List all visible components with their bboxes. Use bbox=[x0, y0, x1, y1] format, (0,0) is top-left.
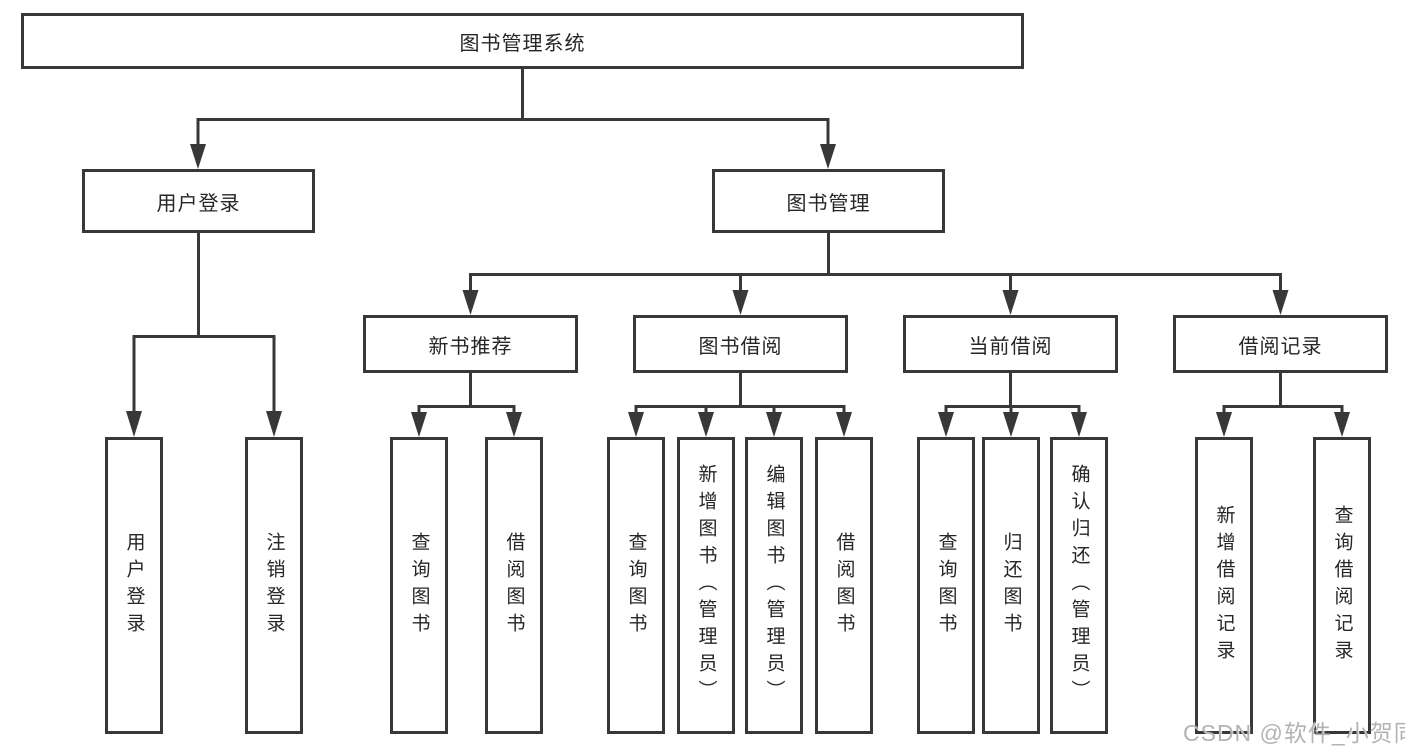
leaf-add-borrow-record: 新增借阅记录 bbox=[1195, 437, 1253, 734]
node-label: 归还图书 bbox=[1000, 531, 1022, 640]
leaf-borrow-books-2: 借阅图书 bbox=[815, 437, 873, 734]
leaf-query-borrow-record: 查询借阅记录 bbox=[1313, 437, 1371, 734]
node-label: 借阅记录 bbox=[1238, 335, 1323, 358]
node-label: 新增借阅记录 bbox=[1213, 504, 1235, 667]
leaf-logout: 注销登录 bbox=[245, 437, 303, 734]
node-label: 查询图书 bbox=[935, 531, 957, 640]
node-label: 用户登录 bbox=[123, 531, 145, 640]
node-label: 借阅图书 bbox=[503, 531, 525, 640]
node-label: 确认归还（管理员） bbox=[1068, 464, 1090, 707]
leaf-user-login: 用户登录 bbox=[105, 437, 163, 734]
node-current-borrowing: 当前借阅 bbox=[903, 315, 1118, 373]
leaf-query-books-2: 查询图书 bbox=[607, 437, 665, 734]
node-label: 查询借阅记录 bbox=[1331, 504, 1353, 667]
leaf-confirm-return-admin: 确认归还（管理员） bbox=[1050, 437, 1108, 734]
node-label: 图书管理 bbox=[786, 192, 871, 215]
node-borrowing-records: 借阅记录 bbox=[1173, 315, 1388, 373]
node-label: 查询图书 bbox=[625, 531, 647, 640]
node-label: 查询图书 bbox=[408, 531, 430, 640]
watermark: CSDN @软件_小贺同学 bbox=[1183, 720, 1405, 746]
leaf-borrow-books-1: 借阅图书 bbox=[485, 437, 543, 734]
leaf-add-books-admin: 新增图书（管理员） bbox=[677, 437, 735, 734]
node-user-login: 用户登录 bbox=[82, 169, 315, 233]
node-label: 新增图书（管理员） bbox=[695, 464, 717, 707]
node-label: 图书借阅 bbox=[698, 335, 783, 358]
node-new-book-recommend: 新书推荐 bbox=[363, 315, 578, 373]
node-book-borrowing: 图书借阅 bbox=[633, 315, 848, 373]
node-book-management: 图书管理 bbox=[712, 169, 945, 233]
node-label: 借阅图书 bbox=[833, 531, 855, 640]
node-label: 当前借阅 bbox=[968, 335, 1053, 358]
leaf-query-books-1: 查询图书 bbox=[390, 437, 448, 734]
node-label: 编辑图书（管理员） bbox=[763, 464, 785, 707]
leaf-return-books: 归还图书 bbox=[982, 437, 1040, 734]
node-label: 新书推荐 bbox=[428, 335, 513, 358]
leaf-edit-books-admin: 编辑图书（管理员） bbox=[745, 437, 803, 734]
node-library-management-system: 图书管理系统 bbox=[21, 13, 1024, 69]
node-label: 注销登录 bbox=[263, 531, 285, 640]
leaf-query-books-3: 查询图书 bbox=[917, 437, 975, 734]
node-label: 用户登录 bbox=[156, 192, 241, 215]
node-label: 图书管理系统 bbox=[459, 32, 586, 55]
